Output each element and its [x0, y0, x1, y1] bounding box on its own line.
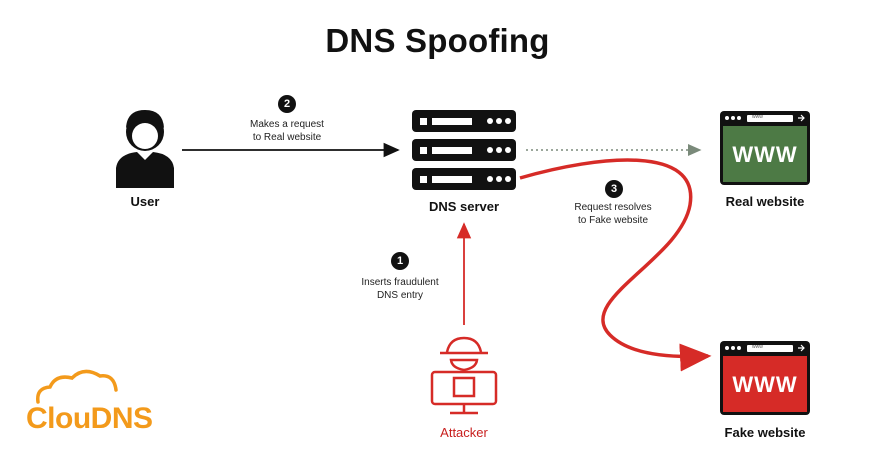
- real-www-text: WWW: [732, 142, 798, 167]
- step-1-line1: Inserts fraudulent: [361, 277, 439, 288]
- server-icon: [412, 110, 516, 190]
- fake-www-text: WWW: [732, 372, 798, 397]
- real-url-text: www: [752, 114, 763, 120]
- arrow-redirect-fake: [519, 158, 712, 372]
- browser-icon-fake: [720, 341, 810, 415]
- fake-website-label: Fake website: [724, 425, 806, 440]
- attacker-icon: [430, 336, 498, 415]
- step-1-line2: DNS entry: [376, 290, 424, 301]
- user-label: User: [130, 194, 160, 209]
- fake-url-text: www: [752, 344, 763, 350]
- browser-icon-real: [720, 111, 810, 185]
- real-website-label: Real website: [725, 194, 805, 209]
- step-3-line2: to Fake website: [577, 215, 649, 226]
- step-3-line1: Request resolves: [574, 202, 652, 213]
- step-2-badge: 2: [278, 95, 296, 113]
- step-2-line1: Makes a request: [250, 119, 324, 130]
- attacker-label: Attacker: [440, 425, 488, 440]
- step-1-badge: 1: [391, 252, 409, 270]
- cloud-icon: [36, 369, 118, 404]
- dns-server-label: DNS server: [428, 199, 500, 214]
- step-2-line2: to Real website: [252, 132, 322, 143]
- user-icon: [116, 110, 174, 188]
- diagram-title: DNS Spoofing: [325, 22, 550, 59]
- cloudns-logo: ClouDNS: [26, 402, 153, 435]
- step-3-badge: 3: [605, 180, 623, 198]
